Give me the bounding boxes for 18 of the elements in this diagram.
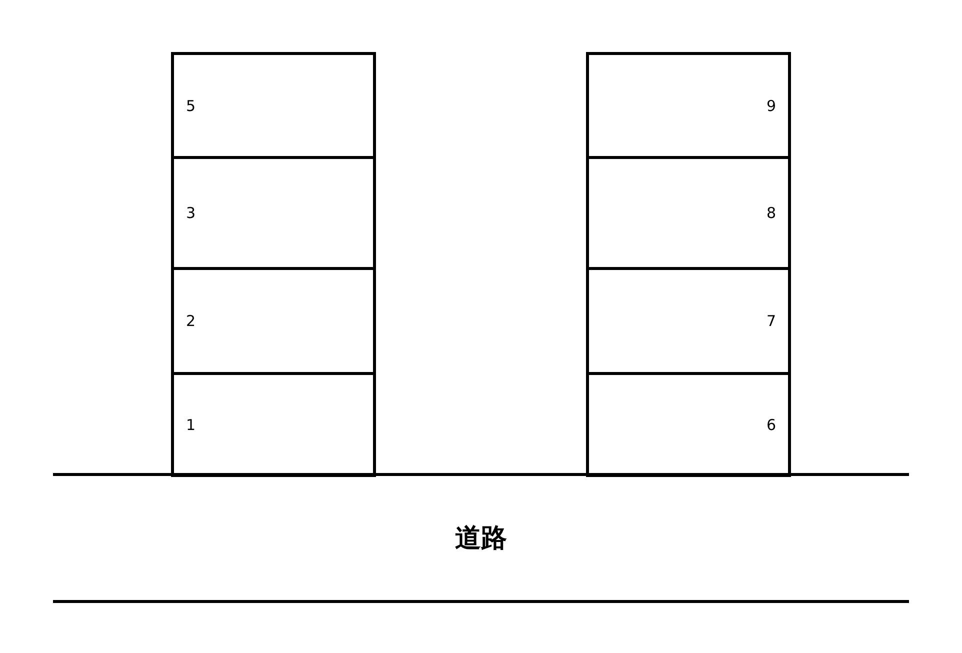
space-number: 8 xyxy=(766,204,776,222)
space-number: 9 xyxy=(766,96,776,114)
space-number: 7 xyxy=(766,312,776,330)
space-number: 5 xyxy=(186,96,196,114)
parking-space xyxy=(586,52,791,159)
space-number: 2 xyxy=(186,312,196,330)
parking-space xyxy=(586,156,791,270)
space-number: 3 xyxy=(186,204,196,222)
parking-space xyxy=(171,156,376,270)
space-number: 6 xyxy=(766,416,776,434)
parking-space xyxy=(171,52,376,159)
parking-space xyxy=(586,267,791,375)
parking-space xyxy=(171,372,376,477)
space-number: 1 xyxy=(186,416,196,434)
parking-space xyxy=(586,372,791,477)
parking-space xyxy=(171,267,376,375)
road-band xyxy=(53,473,909,603)
road-label: 道路 xyxy=(455,522,507,556)
